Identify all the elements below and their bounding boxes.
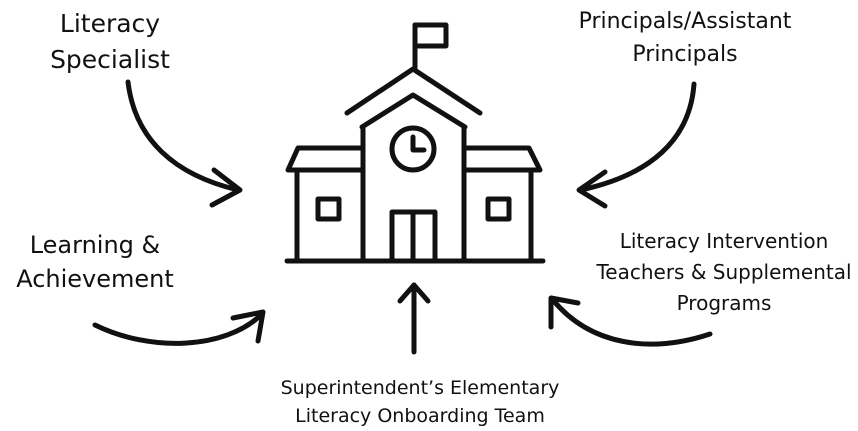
principals-label: Principals/Assistant Principals [545,5,825,71]
principals-line-1: Principals/Assistant [578,9,792,34]
intervention-line-2: Teachers & Supplemental [596,260,852,284]
learning-line-2: Achievement [16,265,174,293]
school-building-icon [284,22,546,264]
superintendent-label: Superintendent’s Elementary Literacy Onb… [250,374,590,430]
learning-line-1: Learning & [29,231,161,259]
intervention-label: Literacy Intervention Teachers & Supplem… [590,226,858,319]
literacy-specialist-line-1: Literacy [59,9,161,38]
superintendent-line-1: Superintendent’s Elementary [280,377,560,399]
arrow-learning-achievement [92,309,266,346]
left-window [315,196,342,222]
clock-hands [410,134,427,153]
superintendent-line-2: Literacy Onboarding Team [295,405,545,427]
intervention-line-1: Literacy Intervention [619,229,829,253]
intervention-line-3: Programs [676,291,772,315]
right-window [485,196,512,222]
learning-achievement-label: Learning & Achievement [0,228,190,296]
arrow-intervention [548,295,713,347]
right-wing-roof [461,145,543,173]
arrow-superintendent [397,282,431,355]
arrow-literacy-specialist [125,79,243,208]
literacy-specialist-label: Literacy Specialist [20,6,200,78]
arrow-principals [576,81,697,209]
left-wing-roof [285,145,366,173]
principals-line-2: Principals [632,42,738,67]
outer-roof [344,66,483,116]
literacy-specialist-line-2: Specialist [50,45,170,74]
flag [412,22,449,49]
clock-icon [389,125,437,173]
inner-roof [359,92,468,130]
